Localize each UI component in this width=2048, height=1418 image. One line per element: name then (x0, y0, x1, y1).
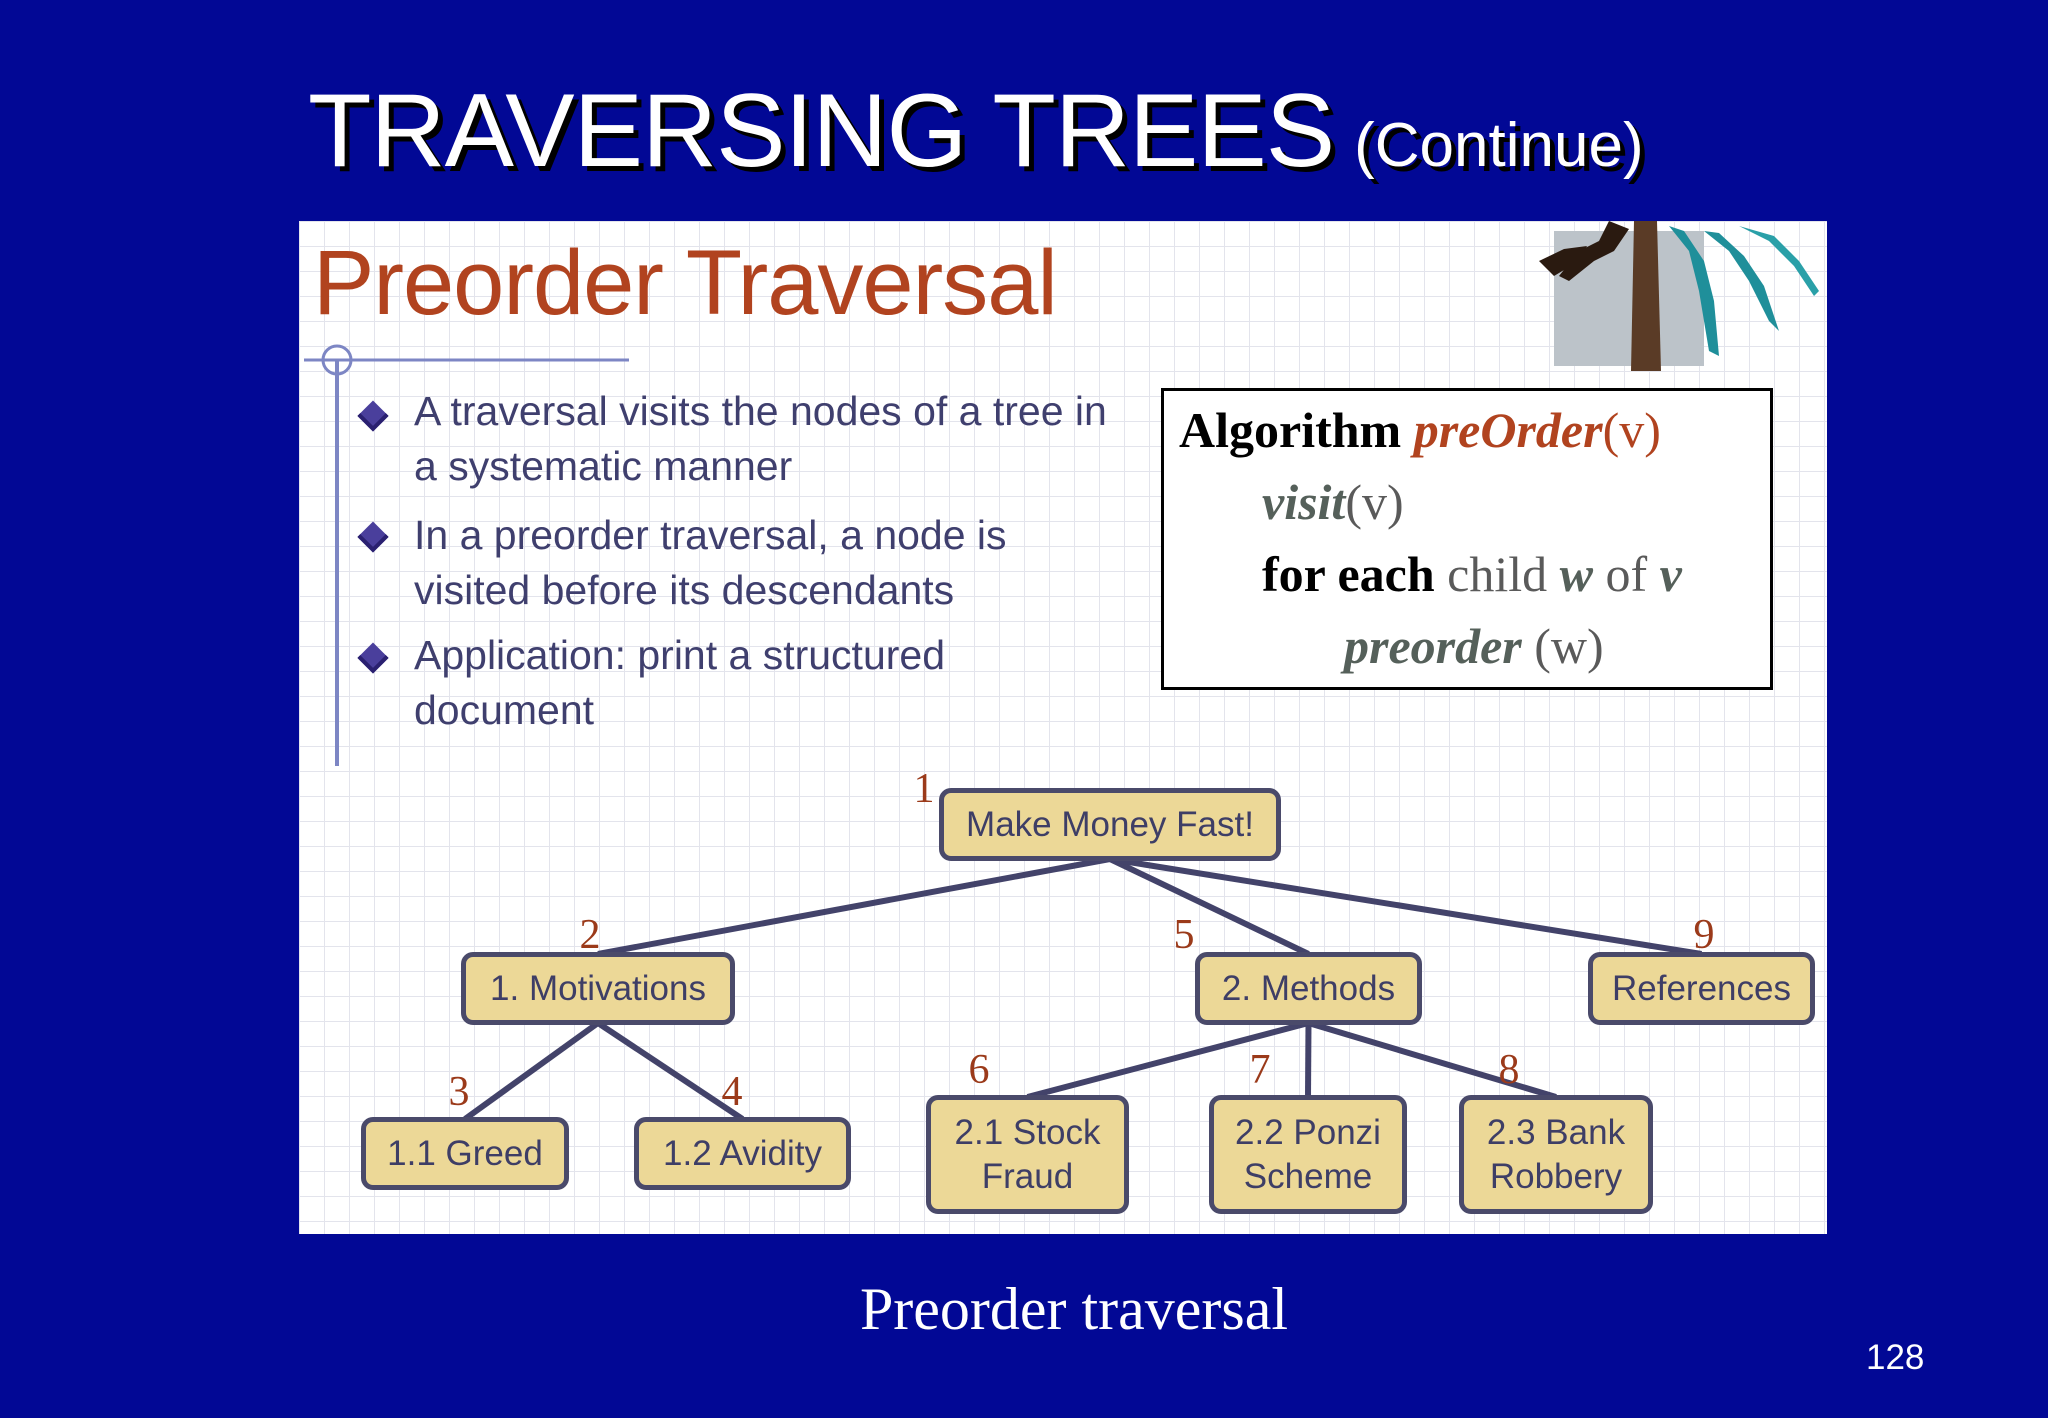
order-number-greed: 3 (448, 1069, 470, 1115)
rule-knob (321, 344, 353, 376)
recursive-call: preorder (1344, 618, 1522, 674)
order-number-ponzi: 7 (1249, 1047, 1271, 1093)
algorithm-loop-line: for each child w of v (1262, 545, 1682, 603)
bullet-item: Application: print a structured document (414, 632, 945, 733)
tree-edge-root-motivations (597, 856, 1111, 957)
tree-edge-motivations-greed (463, 1020, 600, 1122)
palm-frond-dark (1559, 221, 1629, 281)
order-number-motivations: 2 (579, 912, 601, 958)
algorithm-visit-line: visit(v) (1262, 473, 1404, 531)
order-number-stock-fraud: 6 (968, 1047, 990, 1093)
tree-node-ponzi: 2.2 Ponzi Scheme (1209, 1095, 1407, 1214)
order-number-avidity: 4 (721, 1069, 743, 1115)
palm-frond-teal (1704, 231, 1779, 331)
palm-frond-teal (1739, 226, 1819, 296)
visit-arg: (v) (1345, 474, 1404, 530)
order-number-references: 9 (1693, 912, 1715, 958)
panel-title: Preorder Traversal (313, 232, 1058, 334)
slide-title-sub: (Continue) (1354, 111, 1644, 180)
algorithm-recursive-line: preorder (w) (1344, 617, 1604, 675)
child-text: child (1447, 546, 1548, 602)
order-number-bank-robbery: 8 (1498, 1047, 1520, 1093)
tree-edge-methods-ponzi (1305, 1022, 1312, 1098)
for-each-keyword: for each (1262, 546, 1435, 602)
palm-tree-illustration (1539, 221, 1819, 371)
palm-frond-dark (1539, 246, 1587, 276)
palm-frond-teal (1669, 226, 1719, 356)
bullet-item: In a preorder traversal, a node is visit… (414, 512, 1007, 613)
page-number: 128 (1866, 1338, 1925, 1377)
visit-call: visit (1262, 474, 1346, 530)
slide-title-main: TRAVERSING TREES (308, 73, 1335, 189)
loop-var-v: v (1659, 546, 1682, 602)
palm-trunk (1631, 221, 1661, 371)
tree-node-references: References (1588, 952, 1815, 1025)
order-number-root: 1 (913, 766, 935, 812)
tree-node-motivations: 1. Motivations (461, 952, 735, 1025)
algorithm-function-name: preOrder (1413, 402, 1603, 458)
tree-edge-methods-stock-fraud (1026, 1020, 1310, 1100)
bullet-item: A traversal visits the nodes of a tree i… (414, 388, 1107, 489)
tree-node-bank-robbery: 2.3 Bank Robbery (1459, 1095, 1653, 1214)
tree-node-stock-fraud: 2.1 Stock Fraud (926, 1095, 1129, 1214)
tree-edges (463, 856, 1702, 1122)
tree-edge-root-methods (1108, 856, 1310, 957)
algorithm-param: (v) (1602, 402, 1661, 458)
bullet-decoration (304, 344, 629, 766)
order-number-methods: 5 (1173, 912, 1195, 958)
tree-node-root: Make Money Fast! (939, 788, 1281, 861)
tree-edge-methods-bank-robbery (1307, 1020, 1557, 1100)
tree-edge-root-references (1109, 856, 1702, 957)
of-text: of (1605, 546, 1648, 602)
tree-edge-motivations-avidity (596, 1020, 745, 1122)
tree-node-greed: 1.1 Greed (361, 1117, 569, 1190)
slide-title: TRAVERSING TREES (Continue) (308, 72, 1644, 192)
slide-image-panel: Preorder Traversal A traversal visits th… (299, 221, 1827, 1234)
slide-caption: Preorder traversal (859, 1276, 1289, 1342)
loop-var-w: w (1559, 546, 1593, 602)
recursive-arg: (w) (1534, 618, 1604, 674)
tree-node-avidity: 1.2 Avidity (634, 1117, 851, 1190)
algorithm-keyword: Algorithm (1179, 402, 1402, 458)
algorithm-header: Algorithm preOrder(v) (1179, 401, 1661, 459)
algorithm-box: Algorithm preOrder(v) visit(v) for each … (1161, 388, 1773, 690)
tree-node-methods: 2. Methods (1195, 952, 1422, 1025)
